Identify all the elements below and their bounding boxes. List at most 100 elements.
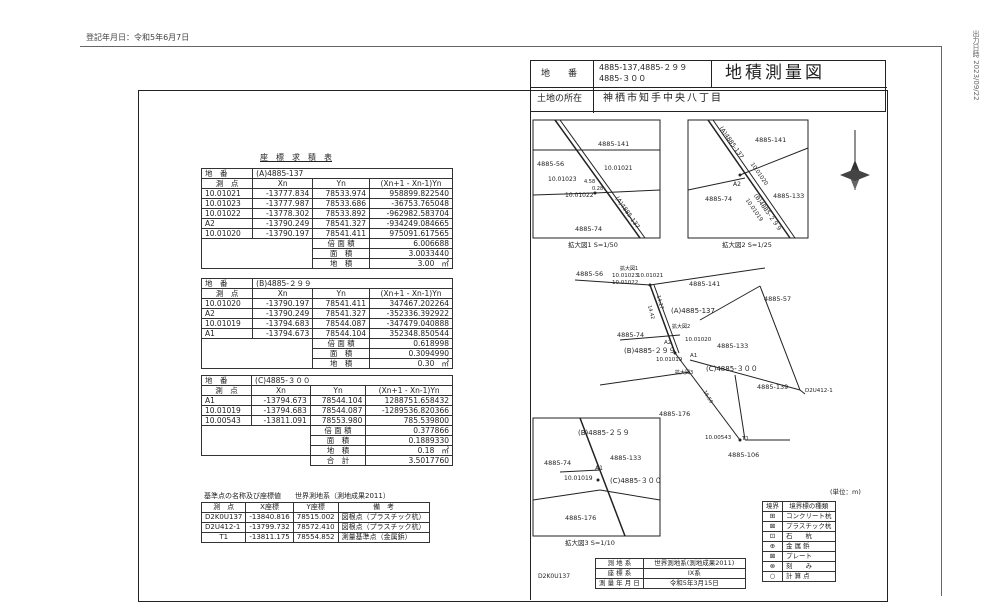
legend-item: プレート — [782, 551, 836, 562]
concrete-pile-icon: ⊞ — [762, 511, 783, 522]
map-label: 10.01020 — [685, 337, 712, 343]
d2-label: 4885-141 — [755, 136, 787, 144]
legend-item: コンクリート杭 — [782, 511, 836, 522]
unit: ㎡ — [441, 446, 450, 455]
stone-pile-icon: ⊡ — [762, 531, 783, 542]
map-label: (B)4885-２９９ — [624, 347, 676, 355]
d2-label: 4885-74 — [705, 195, 733, 203]
map-label: (C)4885-３００ — [706, 365, 758, 373]
map-label: 4885-133 — [717, 342, 749, 350]
registration-date: 登記年月日：令和5年6月7日 — [86, 33, 190, 42]
d3-label: A1 — [595, 465, 603, 472]
d1-label: 4.58 — [584, 179, 596, 185]
map-label: 拡大図3 — [675, 370, 694, 376]
d2-label: A2 — [733, 181, 741, 188]
blank-cell — [200, 338, 314, 369]
cell: IX系 — [642, 568, 746, 579]
blank-cell — [200, 238, 314, 269]
land-area-number: 3.00 — [417, 259, 435, 268]
calc-point-icon: ○ — [762, 571, 783, 582]
unit: ㎡ — [441, 359, 450, 368]
cell: -13811.175 — [245, 532, 294, 543]
plastic-pile-icon: ⊠ — [762, 521, 783, 532]
map-label: 10.01019 — [656, 357, 683, 363]
ref-points-heading: 基準点の名称及び座標値 世界測地系（測地成果2011） — [204, 492, 390, 500]
side-stamp: 出力日時 2023/09/22 — [972, 30, 980, 101]
d1-label: 4885-56 — [537, 160, 565, 168]
legend-item: 刻 み — [782, 561, 836, 572]
cell: T1 — [200, 532, 247, 543]
lot-label: 地 番 — [541, 69, 578, 79]
d3-label: (B)4885-２５９ — [578, 429, 630, 437]
d3-label: 10.01019 — [564, 475, 593, 482]
map-label: 4885-176 — [659, 410, 691, 418]
notch-icon: ⊗ — [762, 561, 783, 572]
d3-label: 4885-176 — [565, 514, 597, 522]
cell: 座 標 系 — [595, 568, 644, 579]
map-label: 4885-106 — [728, 451, 760, 459]
legend-col: 境界 — [762, 501, 783, 512]
d1-label: 10.01021 — [604, 165, 633, 172]
area-calc-heading: 座 標 求 積 表 — [260, 153, 332, 162]
detail3-frame — [532, 417, 661, 537]
unit: ㎡ — [441, 259, 450, 268]
map-label: A2 — [664, 340, 672, 346]
detail2-frame — [687, 119, 809, 239]
map-label: 拡大図2 — [672, 324, 691, 330]
cell: 測量基準点（金属鋲） — [337, 532, 430, 543]
d1-label: 4885-141 — [598, 140, 630, 148]
blank-cell — [201, 425, 311, 456]
page-top-rule — [80, 46, 942, 47]
drawing-title: 地積測量図 — [725, 63, 825, 83]
map-label: 10.00543 — [705, 435, 732, 441]
map-label: 10.01021 — [637, 273, 664, 279]
lot-value-line1: 4885-137,4885-２９９ — [599, 63, 688, 72]
station-label: D2K0U137 — [538, 573, 571, 580]
legend-item: 計 算 点 — [782, 571, 836, 582]
map-label: T1 — [742, 436, 749, 442]
d2-label: 4885-133 — [773, 192, 805, 200]
lot-value-line2: 4885-３００ — [599, 74, 647, 83]
d1-label: 10.01022 — [565, 192, 594, 199]
map-label: 4885-57 — [764, 295, 792, 303]
legend-table: 境界境界標の種類 ⊞コンクリート杭 ⊠プラスチック杭 ⊡石 杭 ⊕金 属 鋲 ⊠… — [762, 501, 836, 582]
map-label: (A)4885-137 — [671, 307, 715, 315]
legend-item: 石 杭 — [782, 531, 836, 542]
map-label: A1 — [690, 353, 698, 359]
map-label: 拡大図1 — [620, 266, 639, 272]
land-area-value: 0.30 ㎡ — [369, 358, 453, 369]
d3-label: 4885-74 — [544, 459, 572, 467]
land-area-number: 0.30 — [417, 359, 435, 368]
cell: 世界測地系(測地成果2011) — [642, 558, 746, 569]
location-value: 神栖市知手中央八丁目 — [603, 93, 723, 104]
d1-label: 0.28 — [592, 186, 604, 192]
legend-col: 境界標の種類 — [782, 501, 836, 512]
map-label: D2U412-1 — [805, 388, 833, 394]
cell: 測 量 年 月 日 — [595, 578, 644, 589]
detail2-caption: 拡大図2 S=1/25 — [722, 241, 772, 249]
land-area-number: 0.18 — [417, 446, 435, 455]
column-divider — [530, 60, 531, 600]
detail3-caption: 拡大図3 S=1/10 — [565, 539, 615, 547]
map-label: 4885-56 — [576, 270, 604, 278]
detail1-caption: 拡大図1 S=1/50 — [568, 241, 618, 249]
metal-tack-icon: ⊕ — [762, 541, 783, 552]
map-label: 4885-141 — [689, 280, 721, 288]
legend-item: プラスチック杭 — [782, 521, 836, 532]
plate-icon: ⊠ — [762, 551, 783, 562]
map-label: 4885-74 — [617, 331, 645, 339]
d1-label: 4885-74 — [575, 225, 603, 233]
legend-item: 金 属 鋲 — [782, 541, 836, 552]
map-label: 10.01023 — [612, 273, 639, 279]
land-area-value: 3.00 ㎡ — [369, 258, 453, 269]
